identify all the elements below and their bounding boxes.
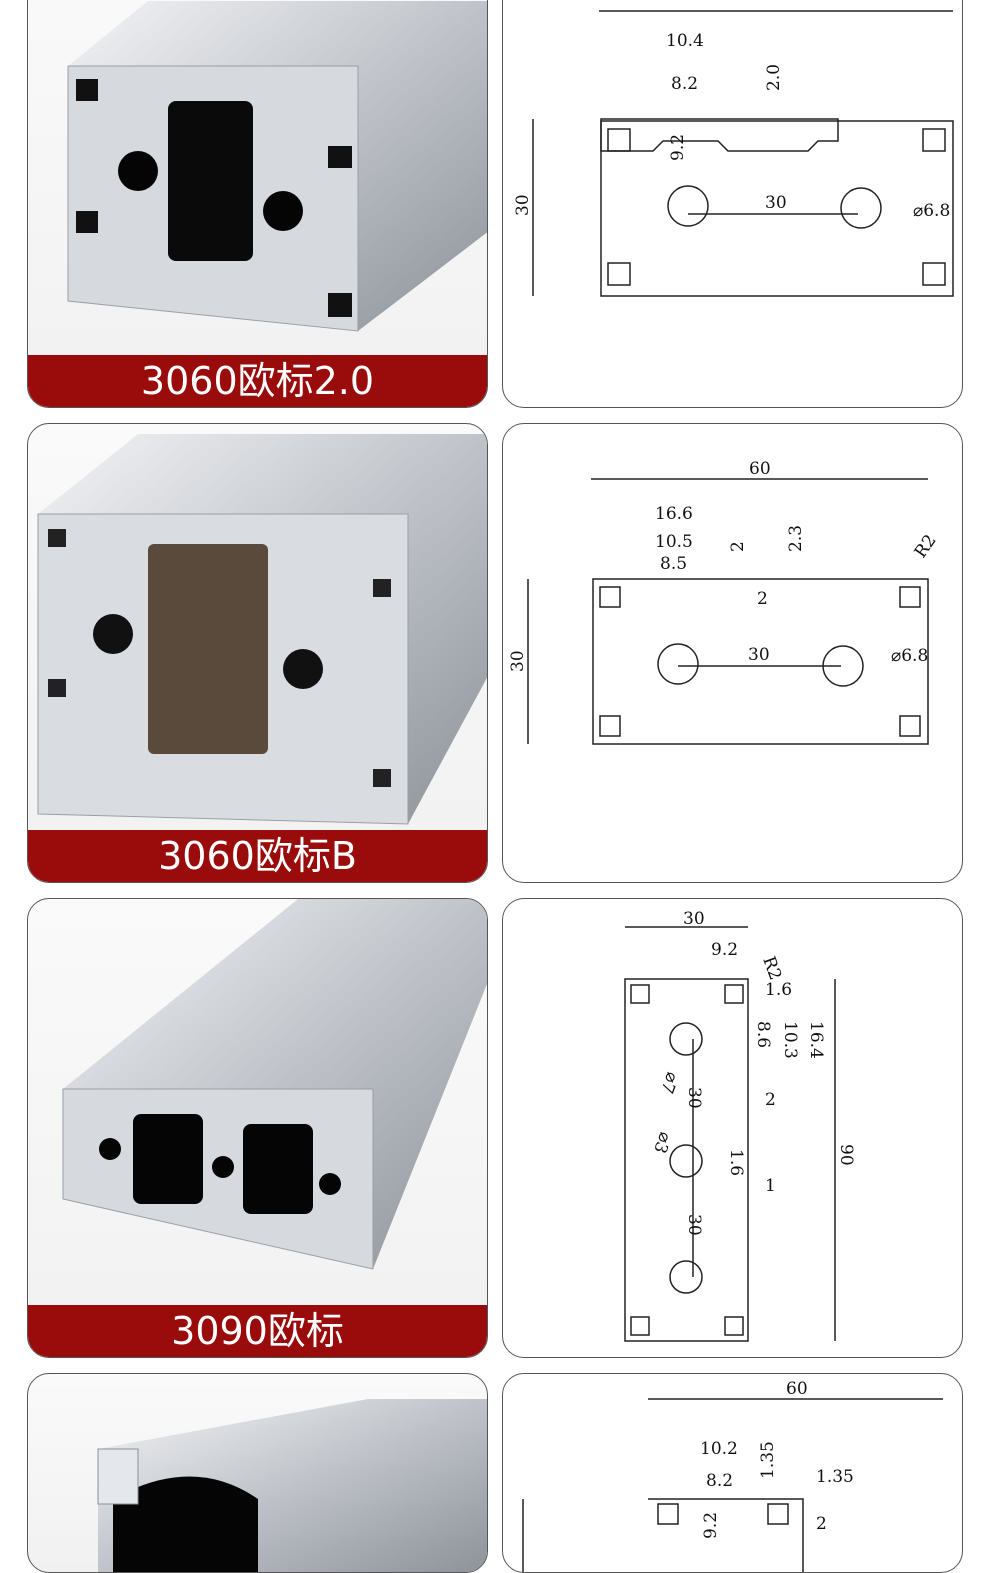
dim-lip-b: 1.6 xyxy=(726,1149,746,1176)
dim-slot-outer: 10.4 xyxy=(666,31,704,51)
dim-slot-inner: 8.6 xyxy=(753,1021,773,1048)
dim-slot: 9.2 xyxy=(711,940,738,960)
aluminum-profile-image xyxy=(62,899,487,1270)
technical-drawing-3060-2: 60 10.4 8.2 2.0 9.2 30 30 ⌀6.8 xyxy=(502,0,963,408)
cross-section-diagram: 60 10.2 1.35 1.35 8.2 2 9.2 xyxy=(522,1379,943,1572)
product-photo-3060-2: 3060欧标2.0 xyxy=(27,0,488,408)
product-label: 3060欧标B xyxy=(28,830,487,882)
product-photo-3060-b: 3060欧标B xyxy=(27,423,488,883)
aluminum-profile-image xyxy=(37,434,487,825)
aluminum-profile-image xyxy=(67,1,487,332)
product-label: 3090欧标 xyxy=(28,1305,487,1357)
dim-center-a: 30 xyxy=(684,1087,704,1109)
dim-slot-depth: 9.2 xyxy=(668,134,688,161)
dim-center: 30 xyxy=(765,193,787,213)
technical-drawing-row4: 60 10.2 1.35 1.35 8.2 2 9.2 xyxy=(502,1373,963,1573)
dim-height: 30 xyxy=(508,650,528,672)
dim-slot-depth: 9.2 xyxy=(701,1512,721,1539)
dim-radius: R2 xyxy=(758,954,785,983)
cross-section-diagram: 30 9.2 R2 1.6 8.6 10.3 16.4 ⌀7 30 2 ⌀3 1… xyxy=(624,909,856,1342)
dim-wall-b: 1.35 xyxy=(816,1467,854,1487)
dim-width: 30 xyxy=(683,909,705,929)
dim-slot-outer: 16.4 xyxy=(806,1021,826,1059)
dim-radius: R2 xyxy=(911,531,941,562)
dim-height: 30 xyxy=(513,194,533,216)
dim-width: 60 xyxy=(749,459,771,479)
dim-wall-a: 2 xyxy=(728,541,748,552)
dim-wall: 2 xyxy=(765,1090,776,1110)
technical-drawing-3090: 30 9.2 R2 1.6 8.6 10.3 16.4 ⌀7 30 2 ⌀3 1… xyxy=(502,898,963,1358)
cross-section-diagram: 60 10.4 8.2 2.0 9.2 30 30 ⌀6.8 xyxy=(513,0,954,297)
dim-center: 30 xyxy=(748,645,770,665)
dim-width: 60 xyxy=(807,0,829,4)
dim-slot-mid: 10.3 xyxy=(780,1021,800,1059)
dim-edge: 1 xyxy=(765,1176,776,1196)
cross-section-diagram: 60 16.6 10.5 8.5 2 2.3 R2 2 30 30 ⌀6.8 xyxy=(508,459,941,745)
dim-hole: ⌀6.8 xyxy=(913,201,950,221)
aluminum-profile-image xyxy=(97,1399,487,1572)
dim-center-b: 30 xyxy=(684,1214,704,1236)
dim-lip: 2 xyxy=(757,589,768,609)
dim-slot-outer: 16.6 xyxy=(655,504,693,524)
dim-slot-inner: 8.5 xyxy=(660,554,687,574)
product-photo-row4 xyxy=(27,1373,488,1573)
dim-hole: ⌀6.8 xyxy=(891,646,928,666)
dim-lip: 2 xyxy=(816,1514,827,1534)
dim-wall-b: 2.3 xyxy=(786,525,806,552)
dim-hole-small: ⌀3 xyxy=(649,1129,675,1156)
dim-slot-mid: 10.5 xyxy=(655,532,693,552)
dim-slot-inner: 8.2 xyxy=(671,74,698,94)
product-label: 3060欧标2.0 xyxy=(28,355,487,407)
dim-wall-a: 1.35 xyxy=(758,1441,778,1479)
dim-wall: 2.0 xyxy=(764,64,784,91)
product-photo-3090: 3090欧标 xyxy=(27,898,488,1358)
dim-slot-outer: 10.2 xyxy=(700,1439,738,1459)
dim-width: 60 xyxy=(786,1379,808,1399)
dim-slot-inner: 8.2 xyxy=(706,1471,733,1491)
dim-hole: ⌀7 xyxy=(656,1069,682,1096)
technical-drawing-3060-b: 60 16.6 10.5 8.5 2 2.3 R2 2 30 30 ⌀6.8 xyxy=(502,423,963,883)
dim-height: 90 xyxy=(836,1144,856,1166)
dim-lip: 1.6 xyxy=(765,980,792,1000)
